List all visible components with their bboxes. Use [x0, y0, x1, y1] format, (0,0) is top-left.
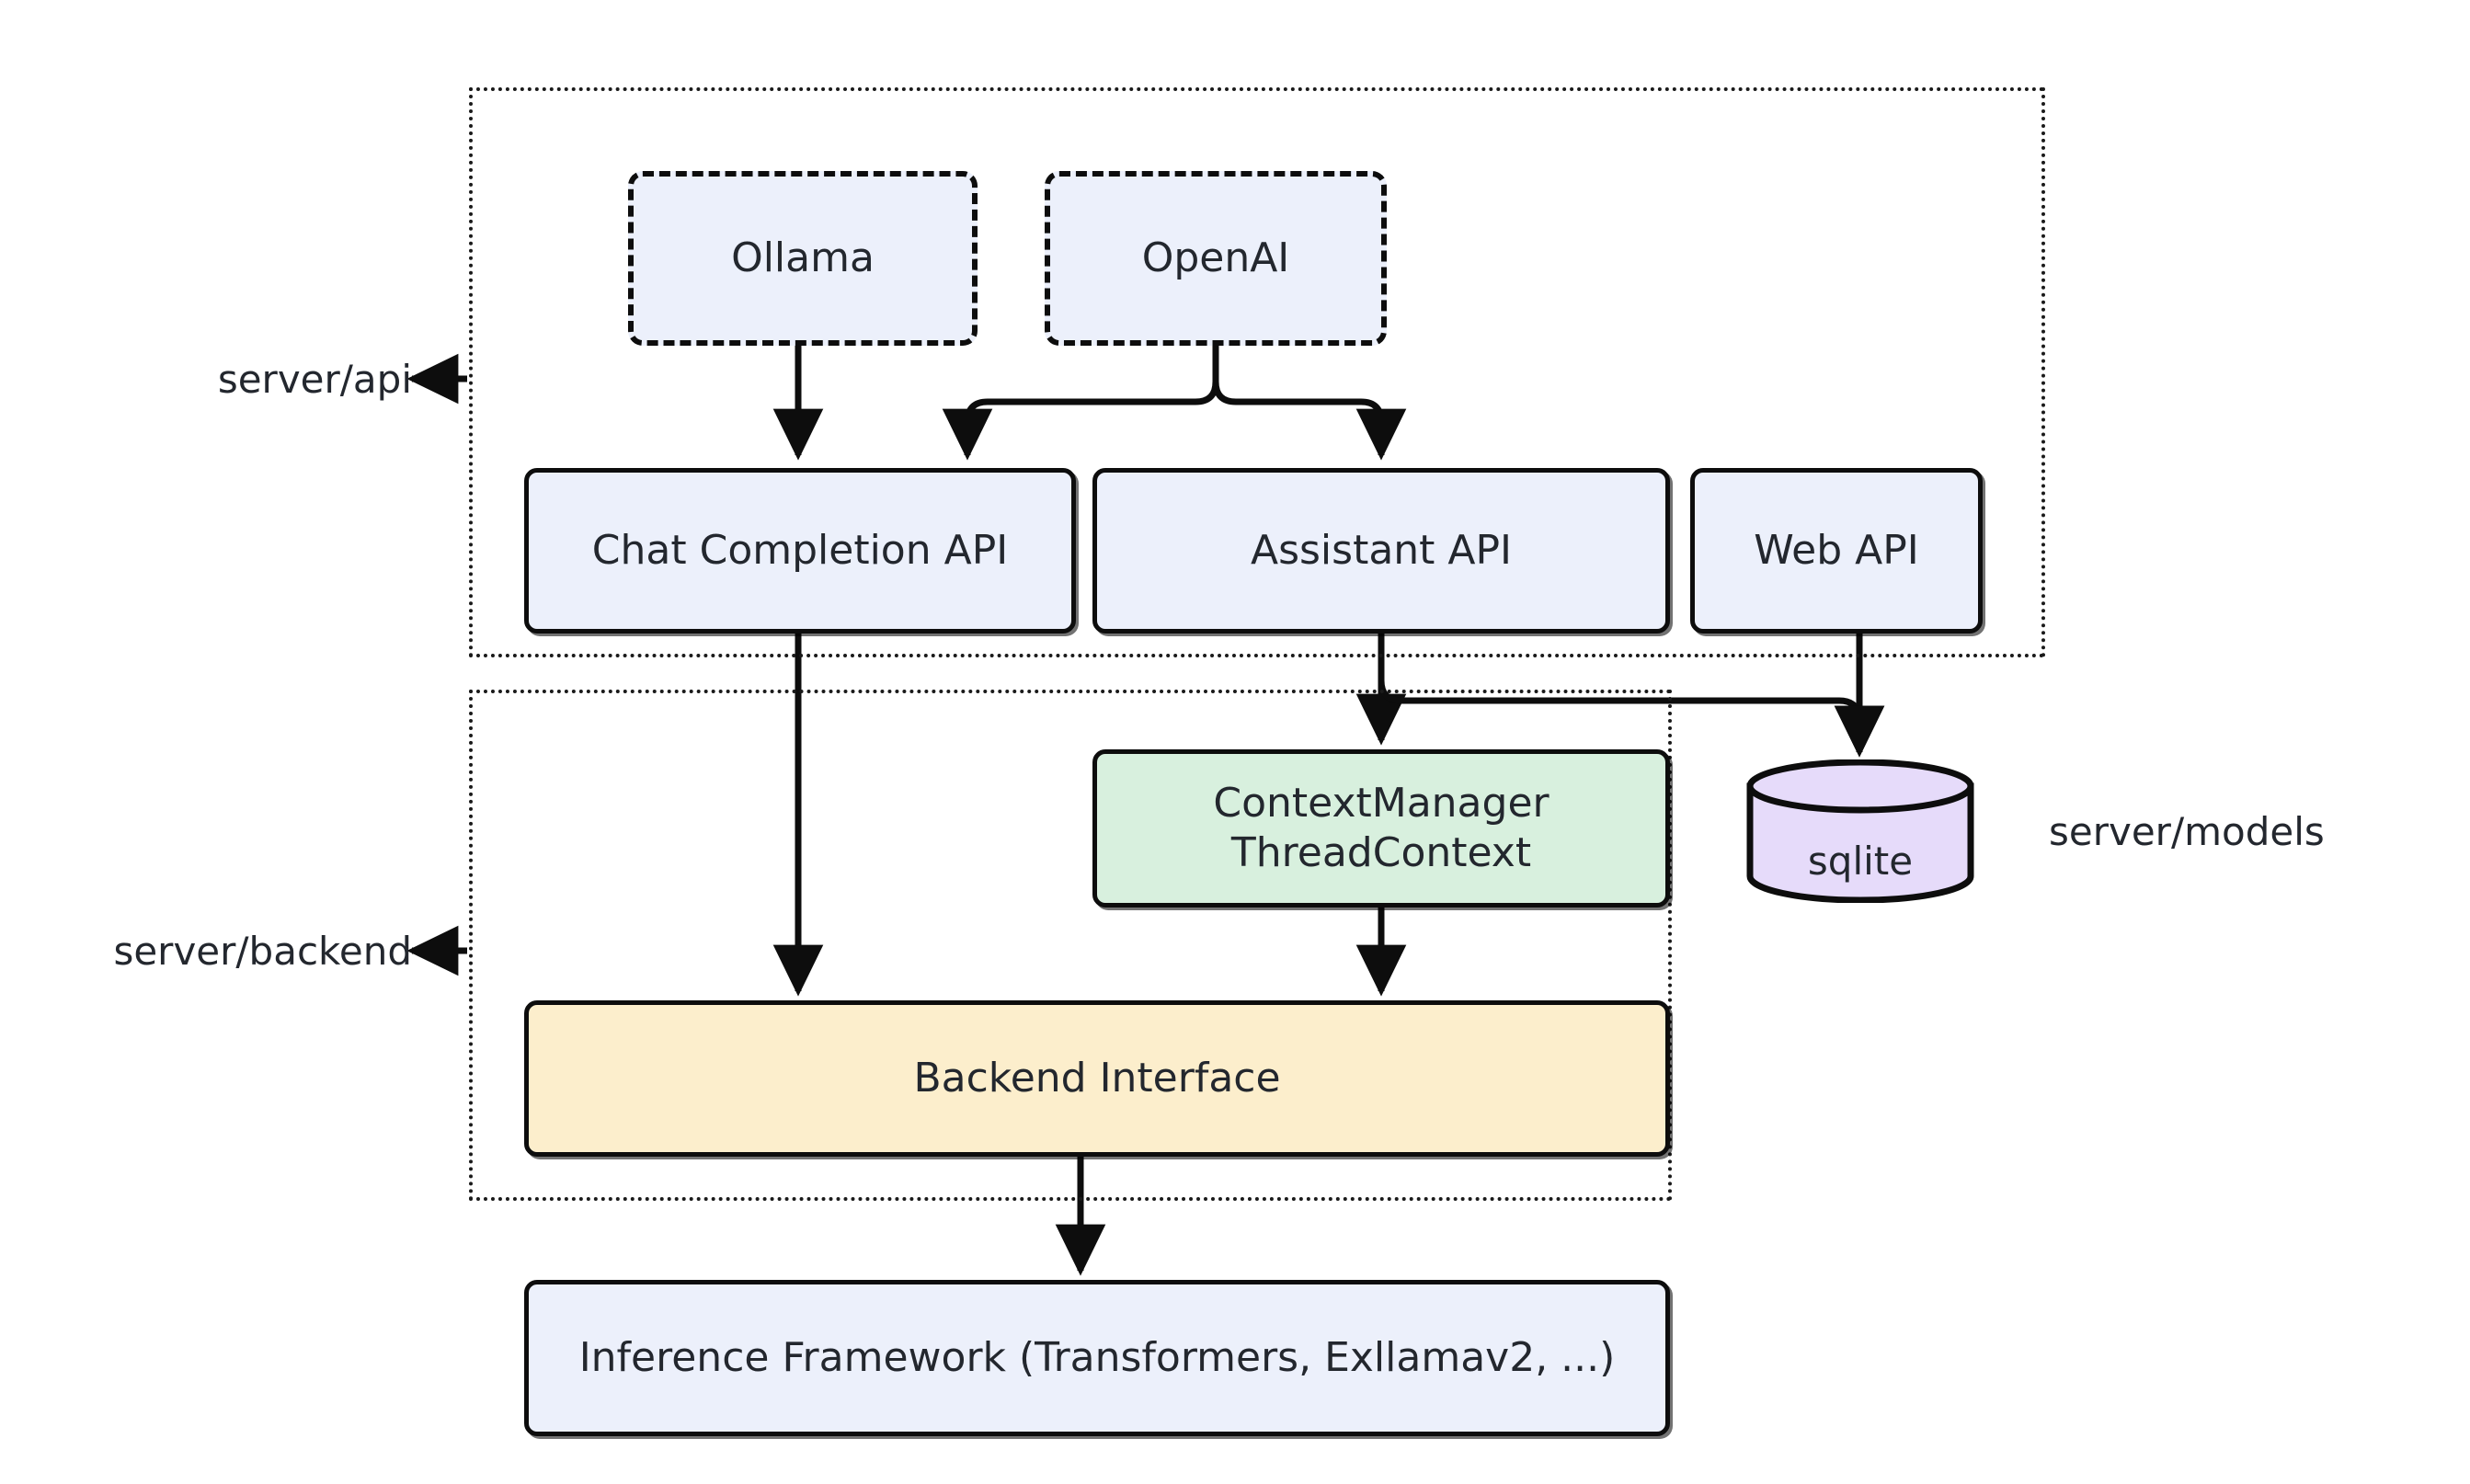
node-context-manager[interactable]: ContextManager ThreadContext — [1092, 749, 1670, 908]
caption-server-api: server/api — [217, 357, 412, 402]
node-context-manager-label: ContextManager ThreadContext — [1213, 780, 1549, 876]
node-ollama[interactable]: Ollama — [628, 171, 978, 346]
node-web-api-label: Web API — [1754, 527, 1919, 575]
database-cylinder-icon — [1746, 759, 1974, 903]
node-sqlite[interactable]: sqlite — [1745, 759, 1975, 903]
node-web-api[interactable]: Web API — [1690, 468, 1983, 634]
node-backend-interface[interactable]: Backend Interface — [524, 1000, 1670, 1157]
node-chat-completion-api-label: Chat Completion API — [591, 527, 1009, 575]
node-inference-framework-label: Inference Framework (Transformers, Exlla… — [578, 1334, 1616, 1382]
node-assistant-api-label: Assistant API — [1250, 527, 1513, 575]
node-assistant-api[interactable]: Assistant API — [1092, 468, 1670, 634]
node-ollama-label: Ollama — [731, 234, 875, 282]
caption-server-backend: server/backend — [113, 929, 412, 974]
caption-server-models: server/models — [2049, 809, 2325, 854]
node-backend-interface-label: Backend Interface — [913, 1055, 1281, 1102]
node-openai-label: OpenAI — [1141, 234, 1290, 282]
node-inference-framework[interactable]: Inference Framework (Transformers, Exlla… — [524, 1280, 1670, 1436]
node-openai[interactable]: OpenAI — [1045, 171, 1387, 346]
group-server-api — [469, 87, 2045, 657]
group-server-backend — [469, 690, 1672, 1201]
node-sqlite-label: sqlite — [1807, 839, 1914, 884]
node-chat-completion-api[interactable]: Chat Completion API — [524, 468, 1076, 634]
